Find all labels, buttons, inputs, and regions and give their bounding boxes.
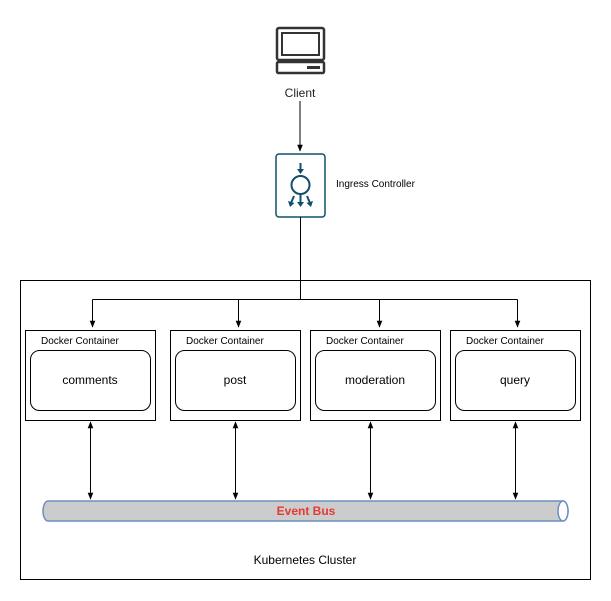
computer-monitor-icon — [275, 26, 326, 75]
ingress-routing-lines — [89, 217, 521, 328]
kubernetes-cluster-label: Kubernetes Cluster — [253, 553, 357, 567]
service-box-post — [175, 350, 296, 411]
docker-container-query — [450, 330, 581, 421]
container-header-post: Docker Container — [186, 336, 264, 347]
service-label-post: post — [223, 373, 247, 387]
container-header-moderation: Docker Container — [326, 336, 404, 347]
docker-container-comments — [25, 330, 156, 421]
service-box-comments — [30, 350, 151, 411]
service-label-query: query — [499, 373, 531, 387]
container-header-query: Docker Container — [466, 336, 544, 347]
service-box-moderation — [315, 350, 436, 411]
container-header-comments: Docker Container — [41, 336, 119, 347]
service-box-query — [455, 350, 576, 411]
docker-container-post — [170, 330, 301, 421]
event-bus-cylinder — [42, 500, 569, 522]
ingress-controller-label: Ingress Controller — [336, 179, 415, 190]
ingress-controller-icon — [275, 153, 326, 218]
event-bus-label: Event Bus — [276, 504, 336, 518]
kubernetes-cluster-boundary — [20, 280, 591, 580]
service-label-moderation: moderation — [344, 373, 406, 387]
docker-container-moderation — [310, 330, 441, 421]
client-label: Client — [284, 86, 316, 100]
service-label-comments: comments — [62, 373, 118, 387]
